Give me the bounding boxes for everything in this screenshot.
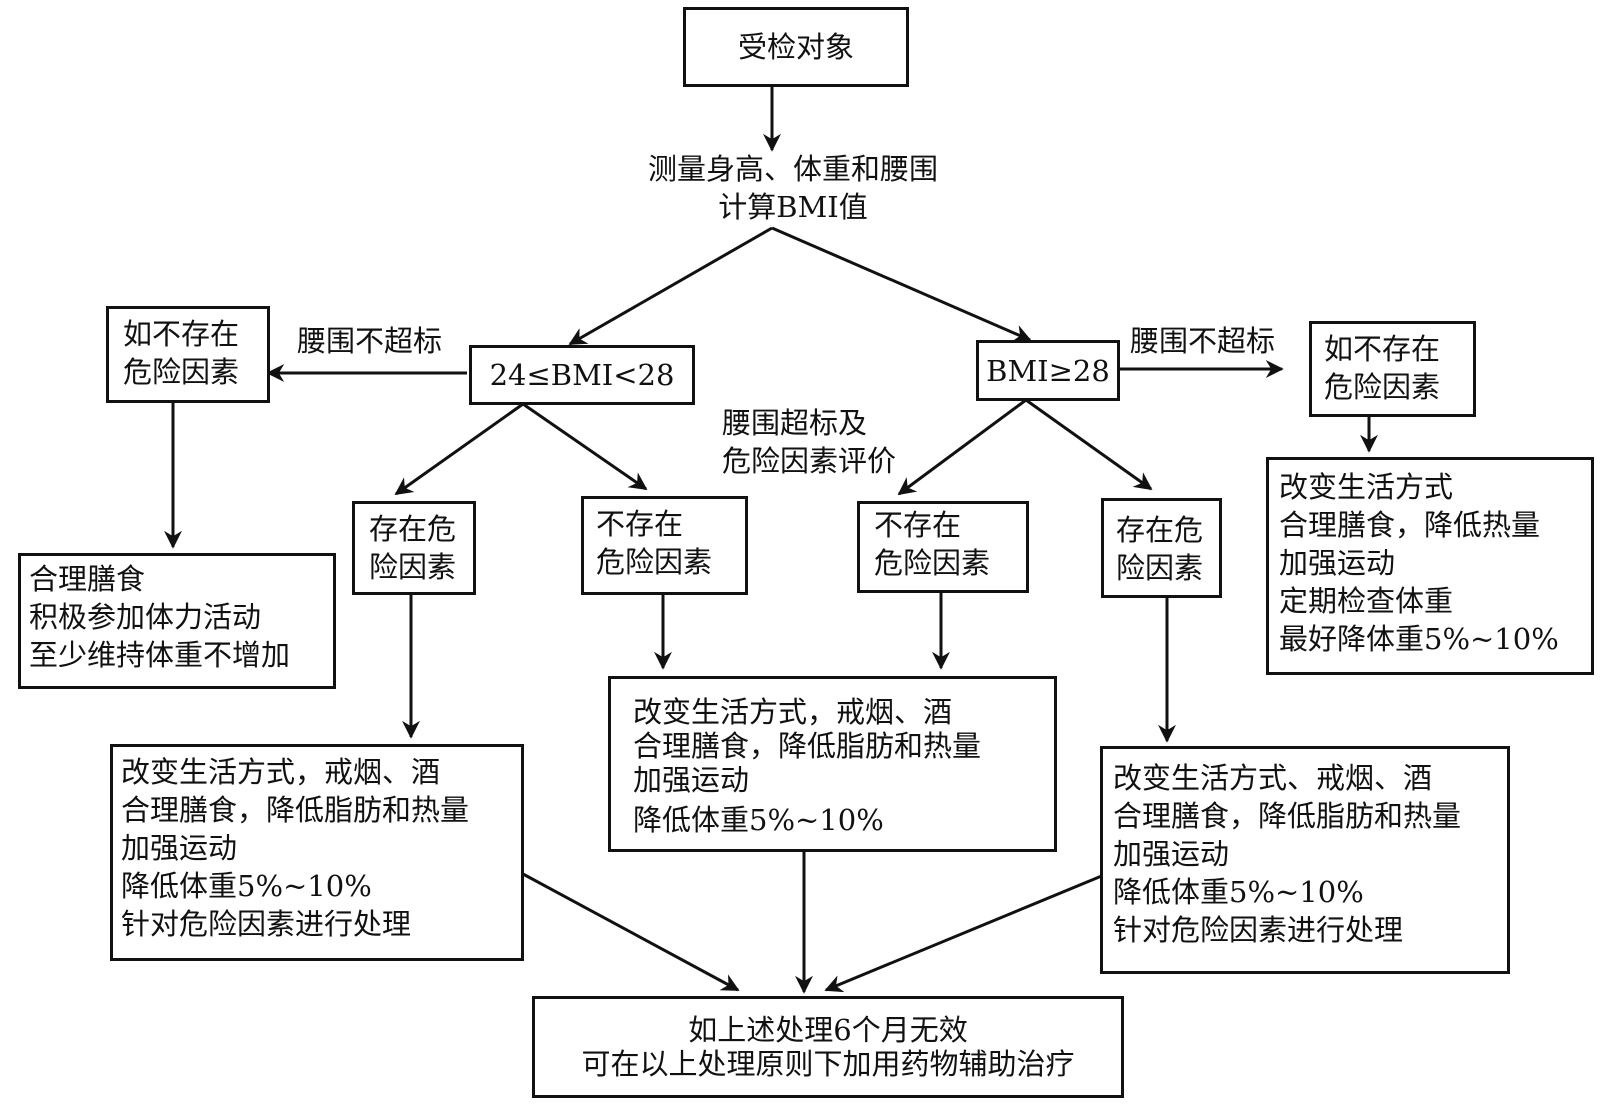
- node-high-risk-treatment-line-5: 针对危险因素进行处理: [1113, 913, 1404, 947]
- node-left-no-risk-line-2: 危险因素: [123, 355, 240, 389]
- node-mid-no-risk-line-2: 危险因素: [596, 545, 713, 579]
- node-mid-has-risk: 存在危 险因素: [352, 501, 476, 595]
- node-high-risk-treatment-line-2: 合理膳食，降低脂肪和热量: [1113, 799, 1462, 833]
- node-high-no-risk-line-1: 不存在: [874, 508, 962, 542]
- node-left-advice: 合理膳食 积极参加体力活动 至少维持体重不增加: [18, 553, 336, 689]
- node-right-no-risk-line-2: 危险因素: [1324, 370, 1441, 404]
- node-mid-has-risk-line-2: 险因素: [369, 550, 457, 584]
- node-no-risk-treatment-line-4: 降低体重5%~10%: [633, 803, 884, 837]
- node-right-no-risk-line-1: 如不存在: [1324, 332, 1441, 366]
- node-subject: 受检对象: [683, 7, 909, 87]
- edge-label-waist-ok-left: 腰围不超标: [297, 324, 443, 358]
- node-mid-has-risk-line-1: 存在危: [369, 512, 457, 546]
- arrow-high-treatment-to-final: [824, 873, 1105, 993]
- node-high-risk-treatment: 改变生活方式、戒烟、酒 合理膳食，降低脂肪和热量 加强运动 降低体重5%~10%…: [1100, 746, 1510, 974]
- node-right-advice-line-5: 最好降体重5%~10%: [1279, 622, 1559, 656]
- node-subject-text: 受检对象: [737, 30, 854, 64]
- node-measure: 测量身高、体重和腰围 计算BMI值: [628, 150, 958, 226]
- node-mid-risk-treatment-line-3: 加强运动: [121, 831, 238, 865]
- node-high-risk-treatment-line-3: 加强运动: [1113, 837, 1230, 871]
- arrow-bmi-mid-to-mid-has-risk: [394, 402, 524, 496]
- node-mid-risk-treatment-line-1: 改变生活方式，戒烟、酒: [121, 755, 441, 789]
- node-right-advice-line-2: 合理膳食，降低热量: [1279, 508, 1541, 542]
- edge-label-waist-exceed-line-1: 腰围超标及: [722, 406, 868, 440]
- node-left-no-risk: 如不存在 危险因素: [106, 306, 270, 403]
- node-high-has-risk: 存在危 险因素: [1101, 498, 1222, 598]
- node-bmi-mid: 24≤BMI<28: [469, 345, 695, 405]
- node-high-risk-treatment-line-1: 改变生活方式、戒烟、酒: [1113, 761, 1433, 795]
- arrow-measure-to-bmi-high: [771, 226, 1032, 342]
- node-no-risk-treatment-line-1: 改变生活方式，戒烟、酒: [633, 695, 953, 729]
- node-high-has-risk-line-1: 存在危: [1116, 513, 1204, 547]
- node-measure-line-2: 计算BMI值: [718, 190, 868, 224]
- arrow-mid-treatment-to-final: [522, 872, 740, 992]
- node-left-no-risk-line-1: 如不存在: [123, 317, 240, 351]
- arrow-bmi-mid-to-mid-no-risk: [522, 402, 648, 491]
- arrow-bmi-high-to-high-no-risk: [897, 398, 1027, 496]
- node-mid-risk-treatment-line-5: 针对危险因素进行处理: [121, 907, 412, 941]
- node-bmi-mid-text: 24≤BMI<28: [489, 358, 675, 392]
- node-right-advice-line-4: 定期检查体重: [1279, 584, 1454, 618]
- node-left-advice-line-2: 积极参加体力活动: [29, 600, 262, 634]
- node-mid-risk-treatment: 改变生活方式，戒烟、酒 合理膳食，降低脂肪和热量 加强运动 降低体重5%~10%…: [110, 744, 524, 961]
- edge-label-waist-exceed-line-2: 危险因素评价: [722, 444, 897, 478]
- node-right-advice: 改变生活方式 合理膳食，降低热量 加强运动 定期检查体重 最好降体重5%~10%: [1266, 457, 1594, 675]
- node-mid-no-risk-line-1: 不存在: [596, 507, 684, 541]
- node-measure-line-1: 测量身高、体重和腰围: [647, 152, 938, 186]
- edge-label-waist-exceed: 腰围超标及 危险因素评价: [722, 404, 896, 480]
- node-final-line-1: 如上述处理6个月无效: [688, 1013, 968, 1047]
- arrow-bmi-high-to-high-has-risk: [1025, 398, 1153, 491]
- node-high-no-risk-line-2: 危险因素: [874, 546, 991, 580]
- node-bmi-high: BMI≥28: [976, 340, 1120, 401]
- node-no-risk-treatment: 改变生活方式，戒烟、酒 合理膳食，降低脂肪和热量 加强运动 降低体重5%~10%: [608, 676, 1057, 852]
- node-high-has-risk-line-2: 险因素: [1116, 551, 1204, 585]
- node-right-advice-line-3: 加强运动: [1279, 546, 1396, 580]
- node-final-line-2: 可在以上处理原则下加用药物辅助治疗: [581, 1047, 1075, 1081]
- node-mid-risk-treatment-line-2: 合理膳食，降低脂肪和热量: [121, 793, 470, 827]
- node-bmi-high-text: BMI≥28: [986, 353, 1110, 388]
- node-high-risk-treatment-line-4: 降低体重5%~10%: [1113, 875, 1364, 909]
- node-right-no-risk: 如不存在 危险因素: [1309, 321, 1476, 417]
- node-high-no-risk: 不存在 危险因素: [857, 501, 1029, 593]
- arrow-measure-to-bmi-mid: [568, 226, 773, 346]
- node-left-advice-line-1: 合理膳食: [29, 562, 146, 596]
- node-final: 如上述处理6个月无效 可在以上处理原则下加用药物辅助治疗: [532, 996, 1124, 1098]
- node-no-risk-treatment-line-3: 加强运动: [633, 763, 750, 797]
- node-mid-risk-treatment-line-4: 降低体重5%~10%: [121, 869, 372, 903]
- node-no-risk-treatment-line-2: 合理膳食，降低脂肪和热量: [633, 729, 982, 763]
- node-left-advice-line-3: 至少维持体重不增加: [29, 638, 291, 672]
- edge-label-waist-ok-right: 腰围不超标: [1130, 324, 1276, 358]
- node-mid-no-risk: 不存在 危险因素: [581, 496, 748, 595]
- node-right-advice-line-1: 改变生活方式: [1279, 470, 1454, 504]
